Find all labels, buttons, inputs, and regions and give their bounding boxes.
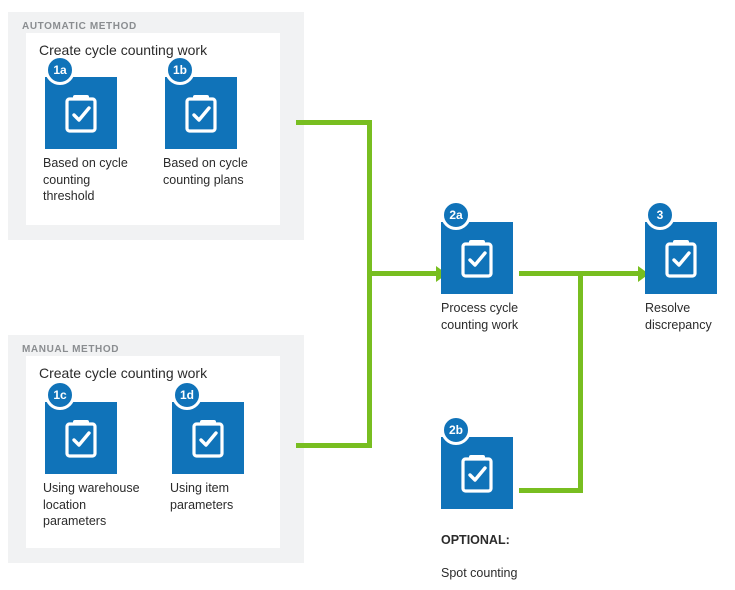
card-title-manual: Create cycle counting work	[39, 365, 208, 381]
group-title-automatic: AUTOMATIC METHOD	[22, 21, 137, 32]
connector-merge-to-process	[367, 271, 439, 276]
step-badge-3: 3	[645, 200, 675, 230]
connector-manual-horizontal	[296, 443, 372, 448]
step-tile-1c[interactable]	[45, 402, 117, 474]
step-caption-2b-wrapper: OPTIONAL: Spot counting	[441, 515, 569, 581]
step-tile-1a[interactable]	[45, 77, 117, 149]
clipboard-check-icon	[65, 95, 97, 133]
clipboard-check-icon	[665, 240, 697, 278]
step-tile-3[interactable]	[645, 222, 717, 294]
step-tile-1b[interactable]	[165, 77, 237, 149]
step-badge-1c: 1c	[45, 380, 75, 410]
clipboard-check-icon	[65, 420, 97, 458]
step-badge-2b: 2b	[441, 415, 471, 445]
step-badge-1a: 1a	[45, 55, 75, 85]
connector-spot-vertical	[578, 271, 583, 493]
clipboard-check-icon	[461, 455, 493, 493]
step-caption-1d: Using item parameters	[170, 481, 234, 512]
step-caption-2b-strong: OPTIONAL:	[441, 532, 510, 547]
step-caption-1a: Based on cycle counting threshold	[43, 156, 128, 203]
step-badge-1d: 1d	[172, 380, 202, 410]
connector-spot-horizontal	[519, 488, 583, 493]
step-tile-2a[interactable]	[441, 222, 513, 294]
step-tile-2b[interactable]	[441, 437, 513, 509]
step-caption-3: Resolve discrepancy	[645, 301, 712, 332]
group-title-manual: MANUAL METHOD	[22, 344, 120, 355]
step-badge-1b: 1b	[165, 55, 195, 85]
clipboard-check-icon	[185, 95, 217, 133]
step-tile-1d[interactable]	[172, 402, 244, 474]
step-caption-2b: Spot counting	[441, 565, 518, 580]
clipboard-check-icon	[192, 420, 224, 458]
connector-merge-vertical	[367, 120, 372, 448]
step-caption-1c: Using warehouse location parameters	[43, 481, 140, 528]
connector-automatic-horizontal	[296, 120, 372, 125]
arrow-head-to-resolve	[638, 265, 649, 282]
step-badge-2a: 2a	[441, 200, 471, 230]
clipboard-check-icon	[461, 240, 493, 278]
card-title-automatic: Create cycle counting work	[39, 42, 208, 58]
step-caption-1b: Based on cycle counting plans	[163, 156, 248, 187]
step-caption-2a: Process cycle counting work	[441, 301, 519, 332]
